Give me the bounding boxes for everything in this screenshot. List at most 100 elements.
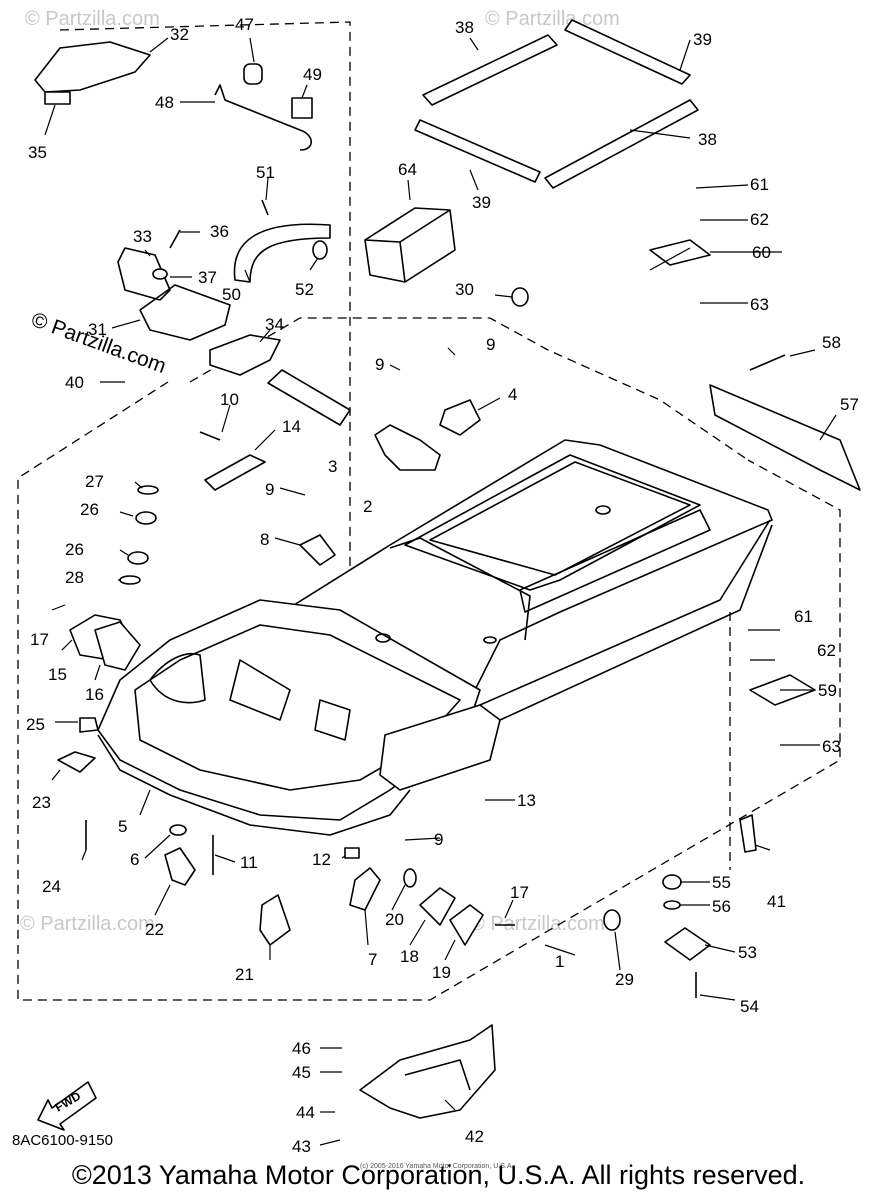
part-31-plate [139,284,231,341]
label-part-48: 48 [155,93,174,112]
label-part-46: 46 [292,1039,311,1058]
label-part-44: 44 [296,1103,315,1122]
label-part-41: 41 [767,892,786,911]
part-58-rivet [749,354,786,371]
part-26-grommet [135,511,157,525]
part-50-strap [233,223,331,283]
label-part-25: 25 [26,715,45,734]
label-part-23: 23 [32,793,51,812]
diagram-code: 8AC6100-9150 [12,1132,113,1149]
part-51-bolt [261,199,269,216]
label-part-40: 40 [65,373,84,392]
part-49-clip [291,97,313,119]
part-21-bracket [259,894,291,946]
part-27-oring [137,485,159,495]
label-part-3: 3 [328,457,337,476]
label-part-17: 17 [510,883,529,902]
label-part-9: 9 [434,830,443,849]
part-16-boot [94,621,141,671]
label-part-16: 16 [85,685,104,704]
label-part-30: 30 [455,280,474,299]
fwd-arrow-icon: FWD [37,1081,97,1131]
part-29-cap [603,909,621,931]
label-part-11: 11 [240,853,258,872]
part-26-grommet [127,551,149,565]
watermark: © Partzilla.com [485,8,620,30]
label-part-63: 63 [750,295,769,314]
part-7-bracket [349,867,381,911]
label-part-27: 27 [85,472,104,491]
part-10-bolt [199,431,221,441]
label-part-57: 57 [840,395,859,414]
label-part-35: 35 [28,143,47,162]
watermark: © Partzilla.com [20,913,155,935]
label-part-6: 6 [130,850,139,869]
part-3-bracket [267,369,351,426]
label-part-31: 31 [88,320,107,339]
label-part-19: 19 [432,963,451,982]
part-36-bolt [169,229,181,249]
part-53-plate [664,927,711,961]
part-33-stay [117,247,171,301]
part-22-pad [164,847,196,886]
label-part-43: 43 [292,1137,311,1156]
copyright-footer: ©2013 Yamaha Motor Corporation, U.S.A. A… [71,1160,806,1190]
label-part-61: 61 [750,175,769,194]
part-30-bushing [511,287,529,307]
leader-lines [44,37,837,1146]
label-part-15: 15 [48,665,67,684]
label-part-45: 45 [292,1063,311,1082]
label-part-38: 38 [698,130,717,149]
label-part-20: 20 [385,910,404,929]
watermark: © Partzilla.com [25,8,160,30]
watermark: © Partzilla.com [470,913,605,935]
label-part-52: 52 [295,280,314,299]
label-part-4: 4 [508,385,517,404]
label-part-24: 24 [42,877,61,896]
part-6-washer [169,824,187,836]
label-part-59: 59 [818,681,837,700]
part-48-rod [214,84,313,151]
label-part-18: 18 [400,947,419,966]
label-part-54: 54 [740,997,759,1016]
label-part-34: 34 [265,315,284,334]
part-18-boot [419,887,456,926]
part-35-pad [44,91,71,105]
label-part-62: 62 [817,641,836,660]
label-part-56: 56 [712,897,731,916]
label-part-9: 9 [265,480,274,499]
part-56-washer [663,900,681,910]
label-part-53: 53 [738,943,757,962]
boundary-main [17,381,841,1001]
part-25-nut [79,717,99,733]
part-41-clip [739,814,757,853]
label-part-26: 26 [65,540,84,559]
label-part-58: 58 [822,333,841,352]
label-part-32: 32 [170,25,189,44]
part-64-cover [364,207,456,283]
label-part-5: 5 [118,817,127,836]
part-8-clamp [299,534,336,566]
label-part-29: 29 [615,970,634,989]
label-part-64: 64 [398,160,417,179]
part-19-boot [449,904,484,946]
label-part-39: 39 [472,193,491,212]
part-2-bracket [374,424,441,471]
part-4-bracket [439,399,481,436]
label-part-12: 12 [312,850,331,869]
label-part-17: 17 [30,630,49,649]
part-32-bracket [34,41,151,93]
label-part-60: 60 [752,243,771,262]
label-part-26: 26 [80,500,99,519]
label-part-36: 36 [210,222,229,241]
label-part-21: 21 [235,965,254,984]
boundary-top [189,317,749,461]
part-12-cap [344,847,360,859]
label-part-28: 28 [65,568,84,587]
label-part-9: 9 [375,355,384,374]
label-part-50: 50 [222,285,241,304]
part-14-bracket [204,454,266,491]
part-60-slider [649,239,711,266]
label-part-62: 62 [750,210,769,229]
